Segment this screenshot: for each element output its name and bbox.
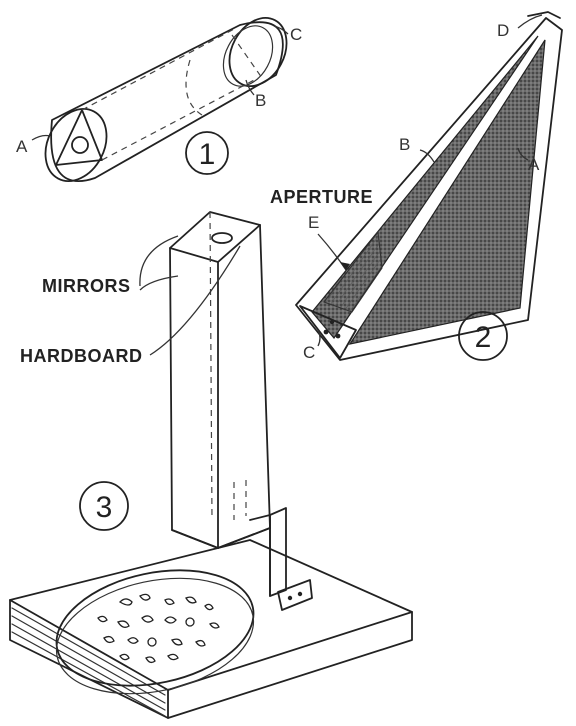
tube-far-rim <box>222 25 274 87</box>
prism-tip <box>527 11 561 19</box>
leader-b1 <box>245 79 255 96</box>
prism-eyehole <box>211 232 233 244</box>
vertical-prism <box>169 211 271 549</box>
label-hardboard: HARDBOARD <box>20 346 143 366</box>
screw-1 <box>287 595 293 601</box>
base-top <box>9 539 413 691</box>
leader-d2 <box>517 14 543 29</box>
label-d2: D <box>497 21 509 40</box>
bracket <box>277 579 313 611</box>
leader-c1 <box>273 25 289 35</box>
figure-1-tube: A B C 1 <box>16 17 302 183</box>
post-hidden-edges <box>233 480 247 520</box>
triangle-end <box>55 109 103 166</box>
figure-3-number: 3 <box>96 491 113 524</box>
label-a2: A <box>528 155 540 174</box>
figure-1-number: 1 <box>199 138 216 171</box>
prism-outline <box>295 17 563 361</box>
screw-2 <box>297 591 303 597</box>
wood-grain <box>11 607 166 717</box>
turntable-edge <box>55 577 255 695</box>
label-c2: C <box>303 343 315 362</box>
figure-3-number-circle <box>79 481 129 531</box>
label-mirrors: MIRRORS <box>42 276 131 296</box>
leader-c2 <box>317 329 321 347</box>
hidden-edge-4 <box>231 34 263 79</box>
figure-2-number: 2 <box>475 321 492 354</box>
label-b: B <box>255 91 266 110</box>
prism-bottom-edges <box>171 527 271 549</box>
leader-b2 <box>419 149 435 163</box>
label-a: A <box>16 137 28 156</box>
leader-a1 <box>31 134 51 141</box>
arrow-e <box>340 262 350 270</box>
figure-2-prism: B A D C E APERTURE 2 <box>270 11 563 362</box>
tube-near-cap <box>44 108 108 182</box>
leader-mirrors-1 <box>139 275 179 291</box>
figure-3-stand: MIRRORS HARDBOARD 3 <box>9 211 413 719</box>
tube-body <box>50 21 284 183</box>
support-post-side <box>249 514 271 597</box>
figure-1-number-circle <box>185 131 229 175</box>
label-b2: B <box>399 135 410 154</box>
hidden-edge-3 <box>185 59 203 116</box>
hole-3 <box>329 319 335 325</box>
hidden-edge-1 <box>81 27 237 111</box>
figure-2-number-circle <box>458 311 508 361</box>
hole-1 <box>323 329 329 335</box>
label-c: C <box>290 25 302 44</box>
prism-hidden-edge <box>209 211 213 521</box>
leader-a2 <box>517 147 529 161</box>
prism-end-cap <box>299 305 357 359</box>
base-right-side <box>167 611 413 719</box>
hidden-edge-2 <box>101 77 259 161</box>
turntable-objects <box>97 593 220 664</box>
mirror-face-a <box>348 39 546 345</box>
label-e2: E <box>308 213 319 232</box>
prism-top-edges <box>169 224 261 263</box>
aperture-hatch <box>323 230 383 313</box>
eyepiece-hole <box>71 136 89 154</box>
leader-mirrors-2 <box>139 235 179 287</box>
label-aperture: APERTURE <box>270 187 373 207</box>
turntable-disc <box>55 569 255 687</box>
leader-hardboard <box>149 245 241 356</box>
hole-2 <box>335 333 341 339</box>
